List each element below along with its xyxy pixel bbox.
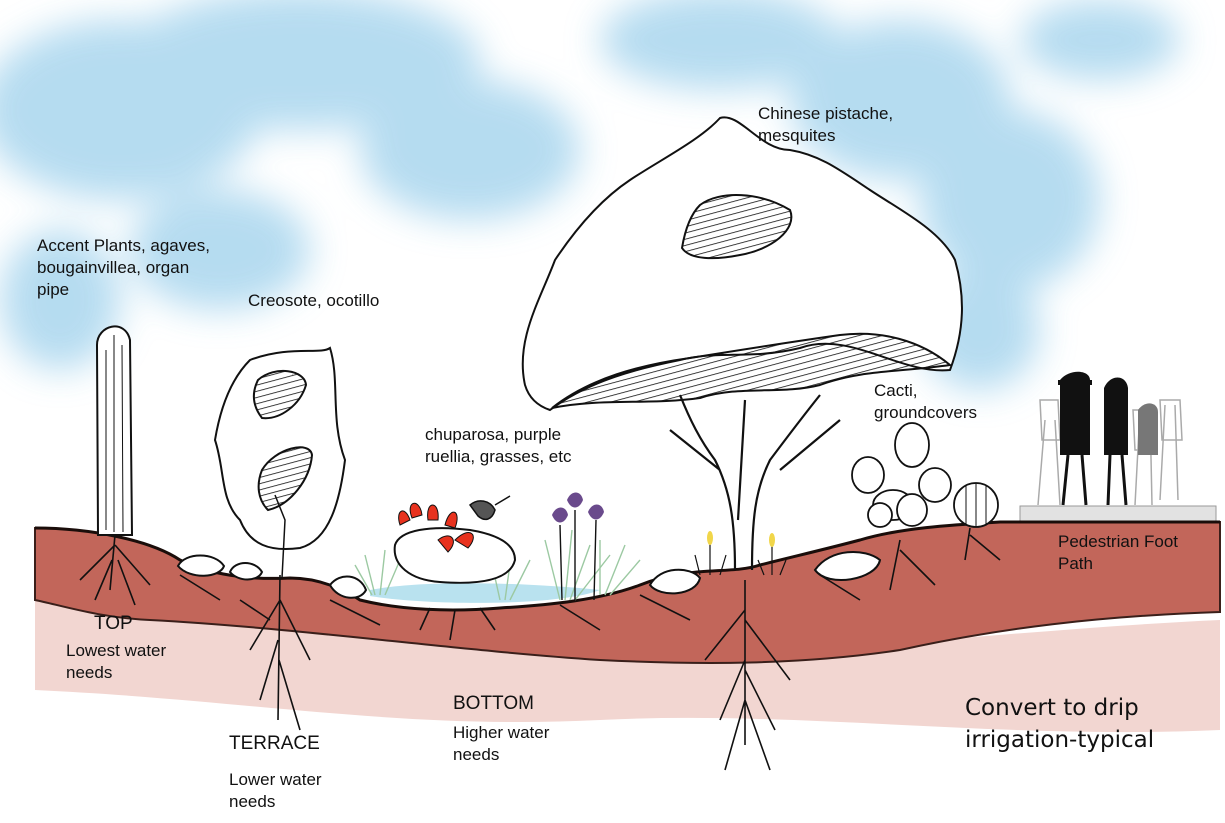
prickly-pear-cactus <box>851 422 952 528</box>
label-cacti: Cacti, groundcovers <box>874 381 978 422</box>
canopy-hatch-underside <box>551 332 953 409</box>
zone-bottom-name: BOTTOM <box>453 693 534 714</box>
barrel-cactus <box>953 482 999 528</box>
pedestrians <box>1037 371 1183 506</box>
creosote-hatch-lower <box>257 446 314 512</box>
hummingbird <box>468 495 511 521</box>
label-accent-plants: Accent Plants, agaves, bougainvillea, or… <box>37 236 210 299</box>
label-creosote: Creosote, ocotillo <box>248 291 380 310</box>
canopy-hatch-top <box>680 193 793 260</box>
creosote-shrub <box>213 346 347 550</box>
root-systems <box>79 527 1001 771</box>
zone-top-desc: Lowest water needs <box>66 641 167 682</box>
zone-bottom-desc: Higher water needs <box>453 723 550 764</box>
zone-terrace-desc: Lower water needs <box>229 770 322 811</box>
label-foot-path: Pedestrian Foot Path <box>1058 532 1179 573</box>
rocks <box>176 550 882 599</box>
tree-trunk <box>669 394 841 571</box>
chuparosa-flowers <box>398 502 474 553</box>
drip-irrigation-note: Convert to drip irrigation-typical <box>965 695 1155 753</box>
pond-water <box>370 583 600 603</box>
label-chinese-pistache: Chinese pistache, mesquites <box>758 104 894 145</box>
yellow-flowers <box>694 531 787 576</box>
zone-top-name: TOP <box>94 613 133 634</box>
flower-rock <box>393 527 517 584</box>
label-chuparosa: chuparosa, purple ruellia, grasses, etc <box>425 425 572 466</box>
purple-ruellia <box>552 492 604 601</box>
zone-terrace-name: TERRACE <box>229 733 320 754</box>
creosote-hatch-upper <box>252 369 308 420</box>
